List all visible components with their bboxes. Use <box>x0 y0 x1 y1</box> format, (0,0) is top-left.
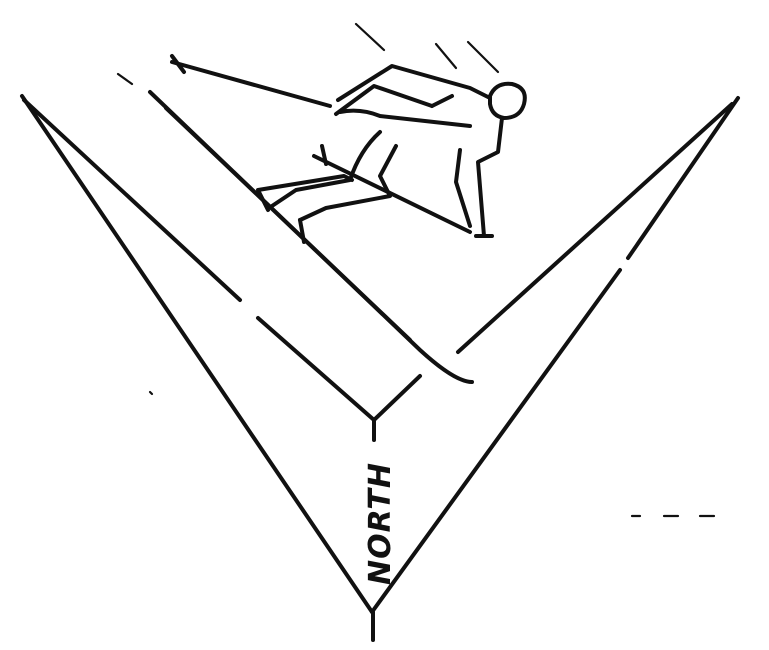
chevron-inner-left-edge <box>24 100 240 300</box>
speed-line <box>118 74 132 84</box>
skier-hip <box>340 111 470 126</box>
skier-front-arm <box>478 118 502 236</box>
speed-line <box>436 44 456 68</box>
upper-ski-pole <box>172 62 330 106</box>
ski-edge <box>166 108 410 340</box>
chevron-inner-left-edge-low <box>258 318 374 420</box>
speed-line <box>356 24 384 50</box>
skier-rear-thigh <box>272 132 380 206</box>
speed-line <box>468 42 498 72</box>
skier-inner-arm <box>456 150 470 226</box>
print-speck <box>150 392 152 394</box>
skier-head <box>490 84 525 118</box>
lower-ski-pole <box>314 156 470 232</box>
north-label: NORTH <box>363 462 398 585</box>
chevron-outer-right-edge <box>372 270 620 612</box>
skier-shoulder <box>432 96 452 106</box>
chevron-outer-right-edge-top <box>628 98 738 258</box>
ski <box>150 92 472 382</box>
chevron-inner-right-edge-low <box>374 376 420 420</box>
chevron-outer-left-edge <box>22 96 372 612</box>
